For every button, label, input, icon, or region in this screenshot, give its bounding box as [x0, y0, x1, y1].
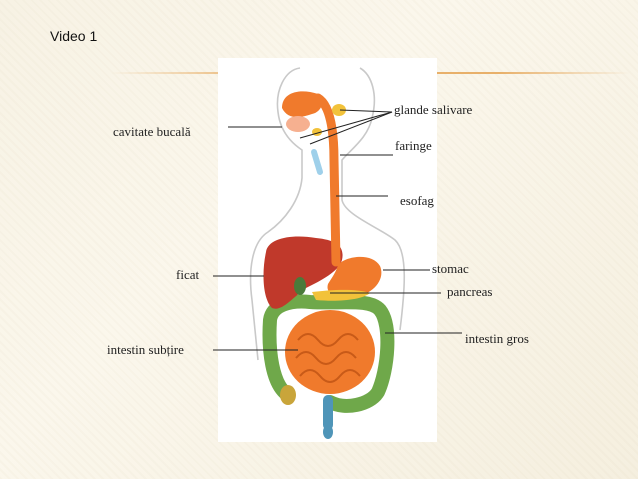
- label-intestin-gros: intestin gros: [465, 331, 529, 346]
- label-intestin-subtire: intestin subțire: [107, 342, 184, 357]
- liver: [263, 236, 343, 309]
- leader-glande-3: [309, 111, 393, 145]
- throat-vessel: [311, 149, 323, 175]
- esophagus: [313, 93, 341, 267]
- appendix: [280, 385, 296, 405]
- label-ficat: ficat: [176, 267, 200, 282]
- label-esofag: esofag: [400, 193, 434, 208]
- leader-glande-2: [299, 111, 393, 139]
- label-faringe: faringe: [395, 138, 432, 153]
- gallbladder: [294, 277, 306, 295]
- label-glande-salivare: glande salivare: [394, 102, 473, 117]
- body-outline: [249, 67, 406, 361]
- label-pancreas: pancreas: [447, 284, 493, 299]
- tongue: [286, 116, 310, 132]
- oral-cavity: [282, 91, 323, 118]
- leader-lines: [213, 109, 462, 351]
- large-intestine: [262, 294, 395, 413]
- anus: [323, 425, 333, 439]
- salivary-gland-1: [332, 104, 346, 116]
- slide-title: Video 1: [50, 28, 98, 44]
- small-intestine: [285, 310, 375, 394]
- label-stomac: stomac: [432, 261, 469, 276]
- label-cavitate-bucala: cavitate bucală: [113, 124, 191, 139]
- small-intestine-folds: [295, 333, 361, 383]
- stomach: [327, 256, 382, 298]
- leader-glande-1: [339, 109, 393, 113]
